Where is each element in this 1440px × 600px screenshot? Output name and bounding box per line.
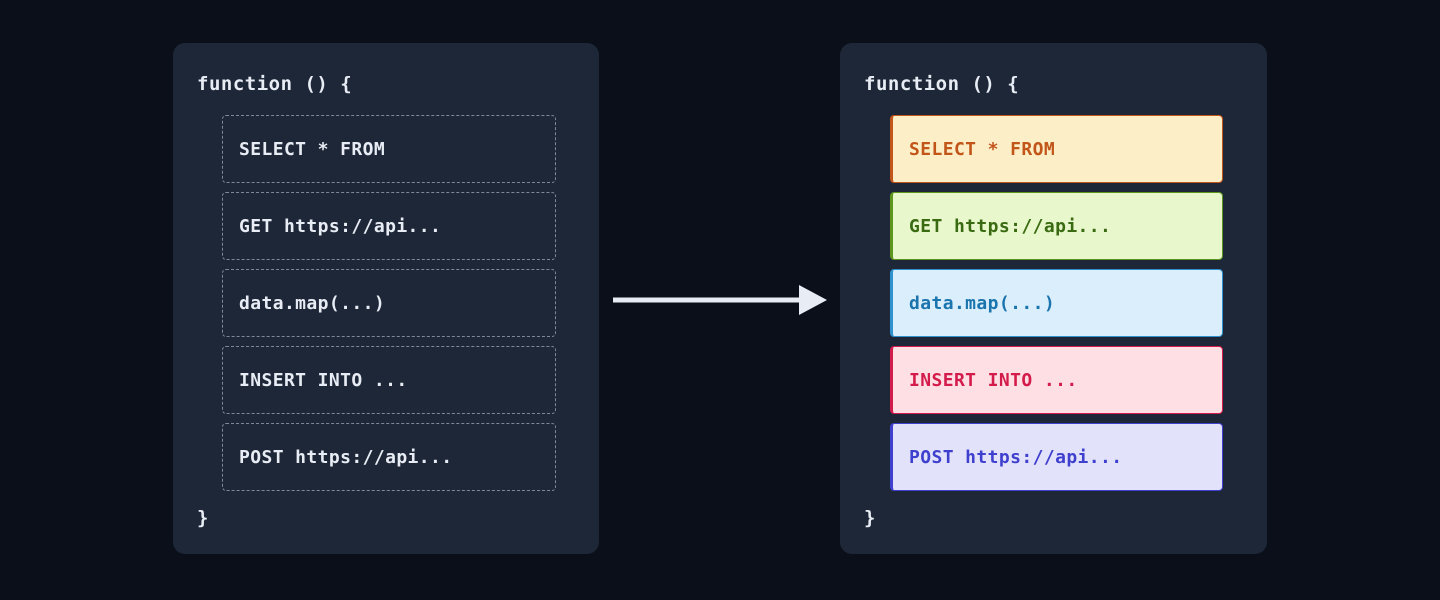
before-function-close: } xyxy=(197,507,209,529)
before-row-1[interactable]: GET https://api... xyxy=(222,192,556,260)
before-panel: function () { SELECT * FROM GET https://… xyxy=(173,43,599,554)
before-row-0-label: SELECT * FROM xyxy=(239,138,386,160)
before-row-3[interactable]: INSERT INTO ... xyxy=(222,346,556,414)
before-function-open: function () { xyxy=(197,73,353,95)
before-row-4-label: POST https://api... xyxy=(239,446,453,468)
after-function-close: } xyxy=(864,507,876,529)
arrow-icon xyxy=(613,285,827,315)
transformation-arrow xyxy=(613,283,827,317)
after-panel: function () { SELECT * FROM GET https://… xyxy=(840,43,1267,554)
before-row-1-label: GET https://api... xyxy=(239,215,442,237)
after-function-open: function () { xyxy=(864,73,1020,95)
before-row-2[interactable]: data.map(...) xyxy=(222,269,556,337)
after-row-http-get[interactable]: GET https://api... xyxy=(890,192,1223,260)
before-row-4[interactable]: POST https://api... xyxy=(222,423,556,491)
before-row-list: SELECT * FROM GET https://api... data.ma… xyxy=(222,115,556,500)
after-row-http-get-label: GET https://api... xyxy=(909,215,1112,237)
before-row-3-label: INSERT INTO ... xyxy=(239,369,408,391)
after-row-list: SELECT * FROM GET https://api... data.ma… xyxy=(890,115,1223,500)
after-row-sql-select[interactable]: SELECT * FROM xyxy=(890,115,1223,183)
after-row-sql-select-label: SELECT * FROM xyxy=(909,138,1056,160)
after-row-http-post-label: POST https://api... xyxy=(909,446,1123,468)
after-row-js-transform-label: data.map(...) xyxy=(909,292,1056,314)
after-row-js-transform[interactable]: data.map(...) xyxy=(890,269,1223,337)
after-row-sql-insert-label: INSERT INTO ... xyxy=(909,369,1078,391)
before-row-2-label: data.map(...) xyxy=(239,292,386,314)
after-row-http-post[interactable]: POST https://api... xyxy=(890,423,1223,491)
after-row-sql-insert[interactable]: INSERT INTO ... xyxy=(890,346,1223,414)
before-row-0[interactable]: SELECT * FROM xyxy=(222,115,556,183)
